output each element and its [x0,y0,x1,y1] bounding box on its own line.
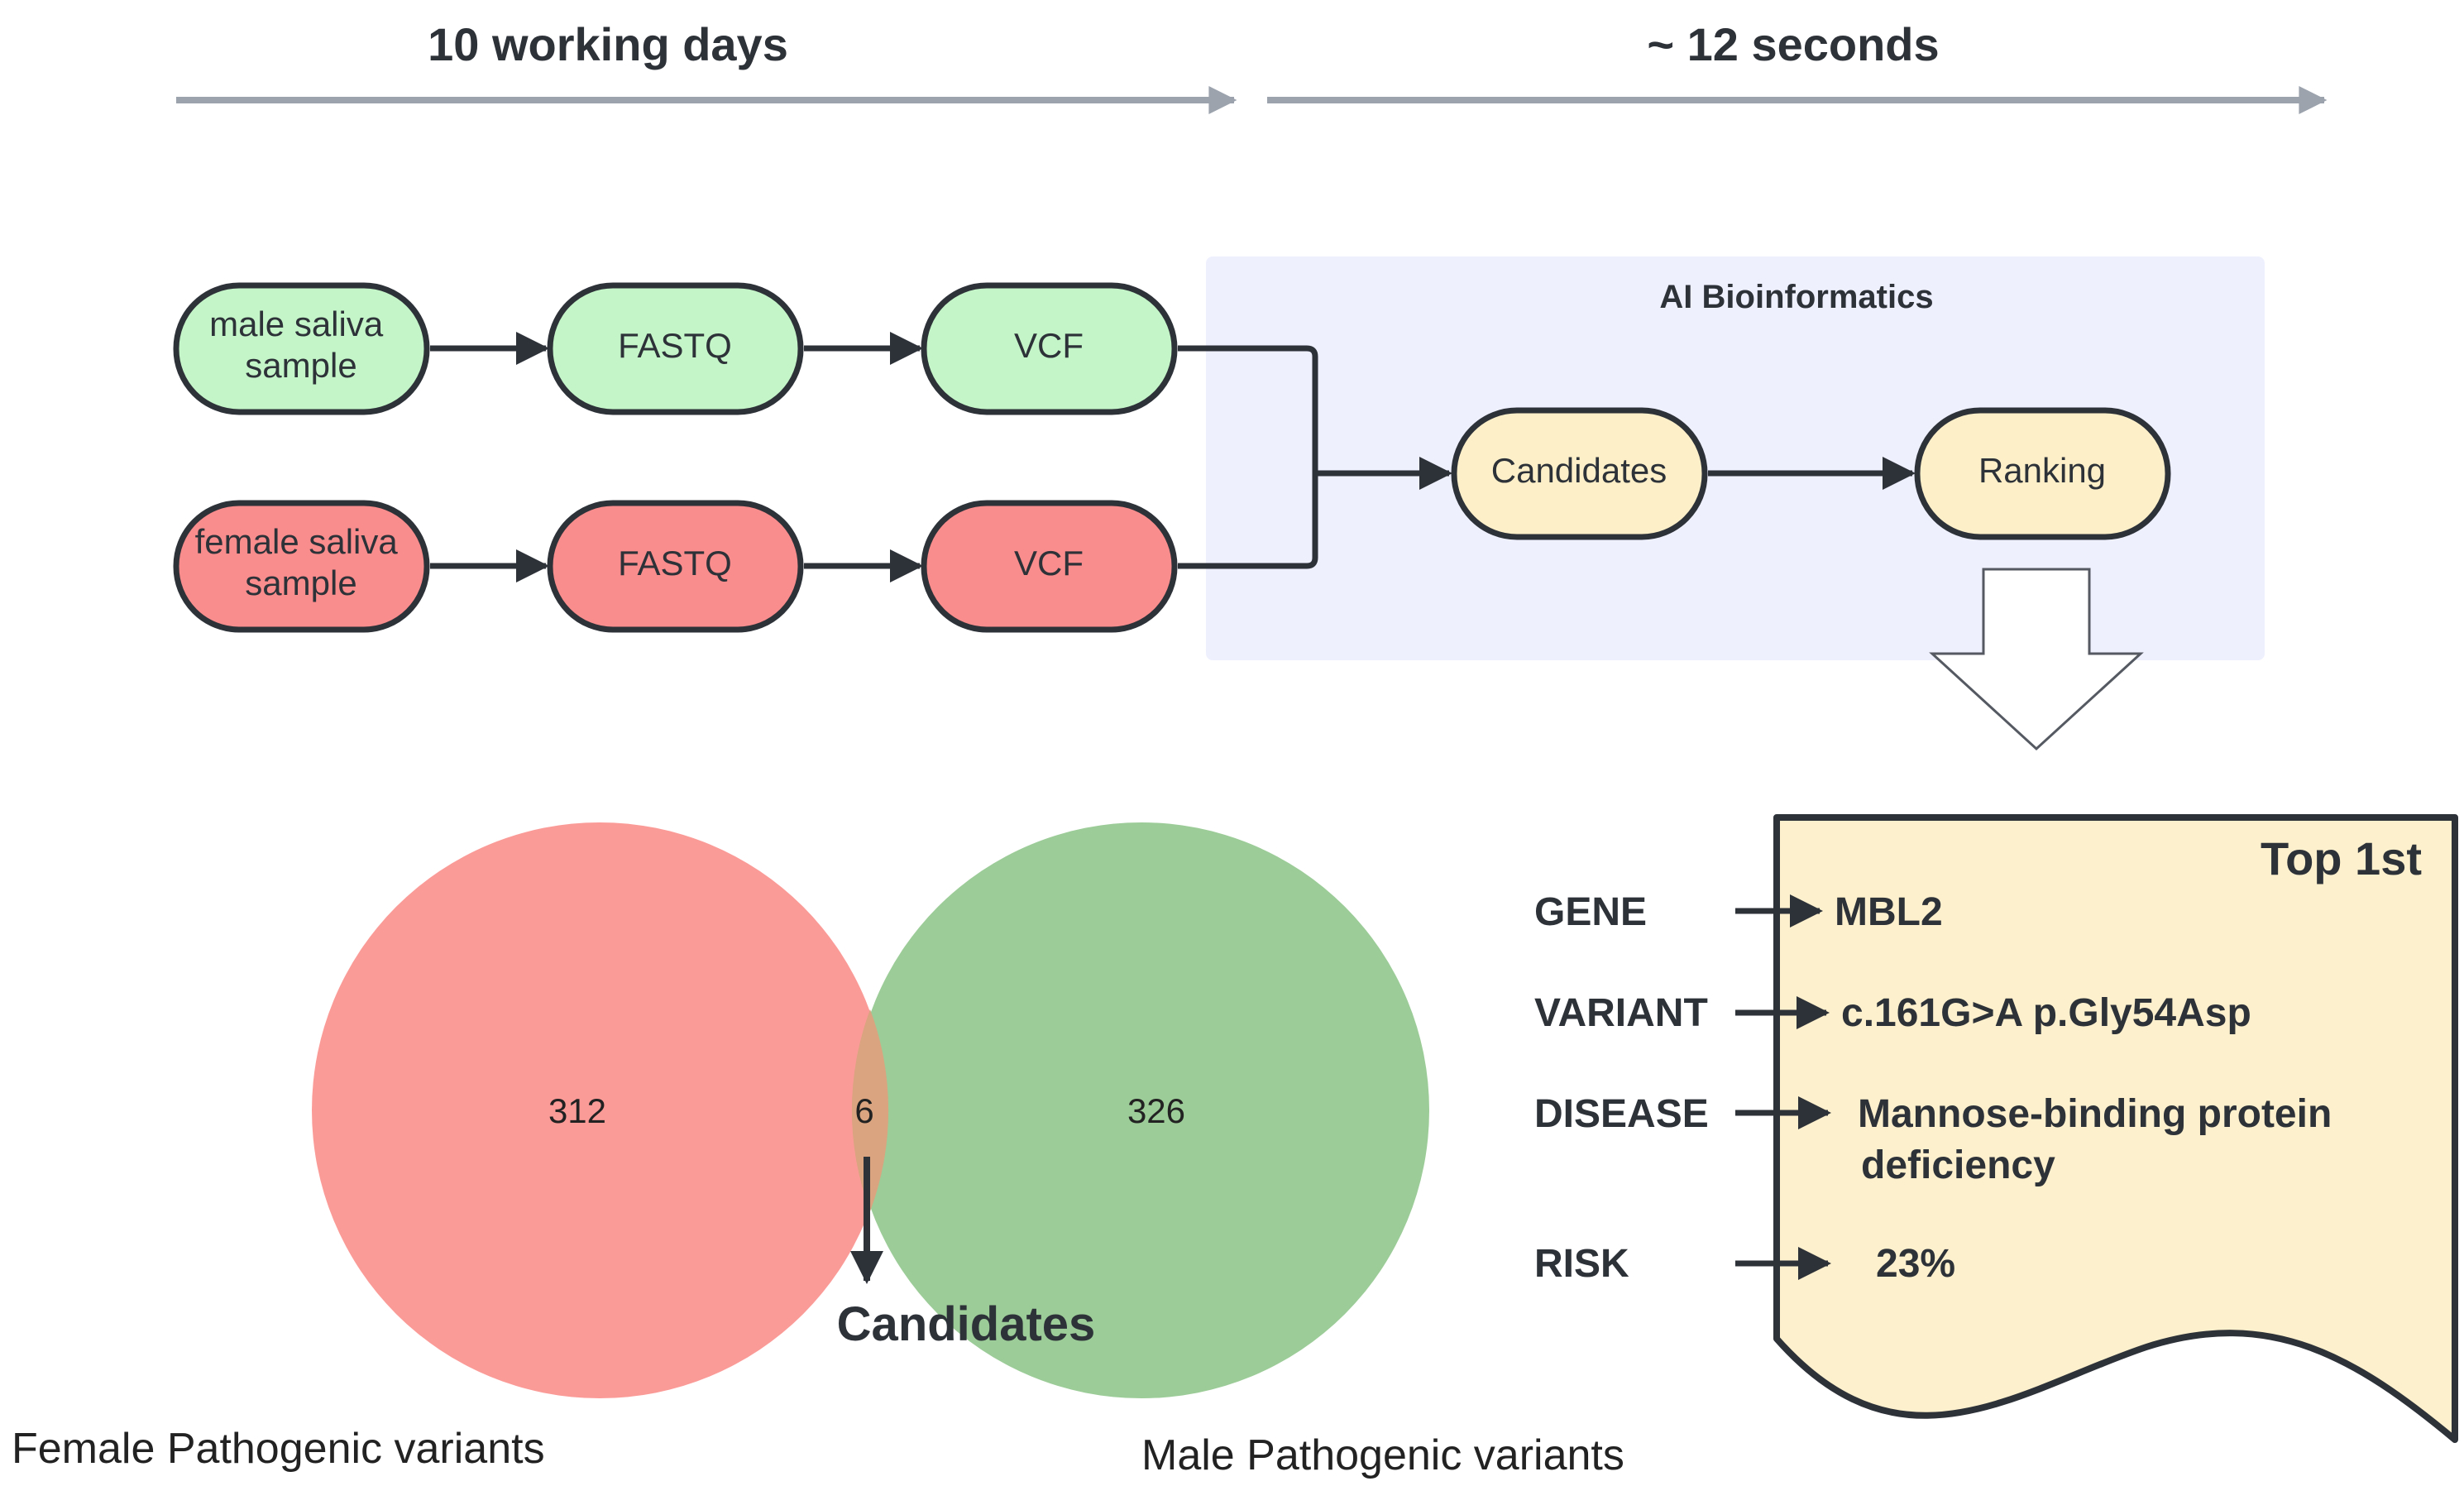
ai-panel-title: AI Bioinformatics [1659,279,1933,315]
disease-value-line-1: Mannose-binding protein [1858,1092,2332,1136]
venn-male-count: 326 [1127,1091,1185,1130]
female-variants-caption: Female Pathogenic variants [12,1425,545,1473]
male-sample-line-2: sample [245,346,356,385]
risk-value: 23% [1876,1242,1955,1286]
female-sample-node [173,500,430,633]
male-sample-line-1: male saliva [209,304,384,343]
male-vcf-connector [1178,345,1318,473]
candidates-node-label: Candidates [1491,451,1667,490]
risk-key: RISK [1534,1242,1629,1286]
disease-key: DISEASE [1534,1092,1709,1136]
male-variants-caption: Male Pathogenic variants [1141,1431,1624,1479]
disease-value: Mannose-binding protein deficiency [1858,1092,2343,1187]
venn-male-circle [854,822,1429,1398]
venn-shared-count: 6 [854,1091,873,1130]
result-header: Top 1st [2261,832,2422,884]
ranking-node-label: Ranking [1978,451,2106,490]
female-vcf-node [921,500,1178,633]
disease-value-line-2: deficiency [1861,1143,2055,1187]
male-vcf-node [921,282,1178,415]
gene-value: MBL2 [1835,890,1943,934]
female-sample-line-2: sample [245,563,356,602]
venn-candidates-label: Candidates [837,1297,1096,1351]
timeline-right-label: ~ 12 seconds [1647,18,1939,70]
female-sample-label: female saliva sample [195,522,408,602]
candidates-node [1451,407,1708,540]
variant-value: c.161G>A p.Gly54Asp [1841,991,2251,1035]
male-vcf-label: VCF [1014,326,1084,365]
timeline-left-label: 10 working days [428,18,788,70]
female-fastq-label: FASTQ [618,544,732,582]
male-sample-node [173,282,430,415]
ranking-node [1914,407,2171,540]
venn-overlap [851,1009,889,1211]
male-fastq-label: FASTQ [618,326,732,365]
venn-female-circle [312,822,888,1398]
female-sample-line-1: female saliva [195,522,399,561]
male-sample-label: male saliva sample [209,304,393,385]
female-vcf-connector [1178,473,1318,569]
female-vcf-label: VCF [1014,544,1084,582]
ranking-down-arrow [1929,568,2144,751]
result-document [1773,814,2458,1443]
female-fastq-node [547,500,804,633]
ai-bioinformatics-panel [1206,256,2265,660]
venn-female-count: 312 [548,1091,606,1130]
male-fastq-node [547,282,804,415]
gene-key: GENE [1534,890,1647,934]
variant-key: VARIANT [1534,991,1708,1035]
